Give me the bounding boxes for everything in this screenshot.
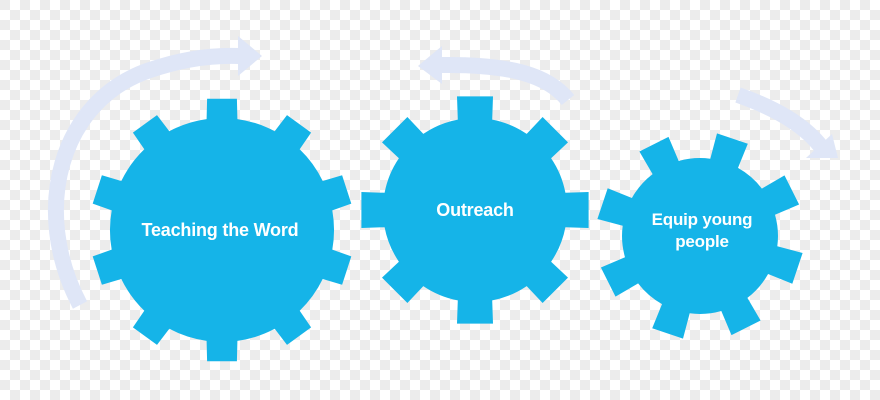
gear-outreach [361,96,589,324]
arrow-cycle-right-head [806,134,838,158]
gear-teaching [92,98,352,362]
arrow-cycle-right [735,87,829,153]
gear-label-equip-line-1: Equip young [651,210,753,229]
arrow-cycle-left-head [238,36,262,76]
arrow-cycle-left [47,47,241,309]
gear-equip [597,133,803,339]
gear-label-outreach: Outreach [436,200,514,220]
gear-label-equip: Equip young people [622,209,782,253]
arrow-cycle-middle [439,56,575,106]
gear-label-teaching: Teaching the Word [141,220,299,240]
arrow-cycle-middle-head [418,46,442,84]
gear-label-equip-line-2: people [675,232,729,252]
